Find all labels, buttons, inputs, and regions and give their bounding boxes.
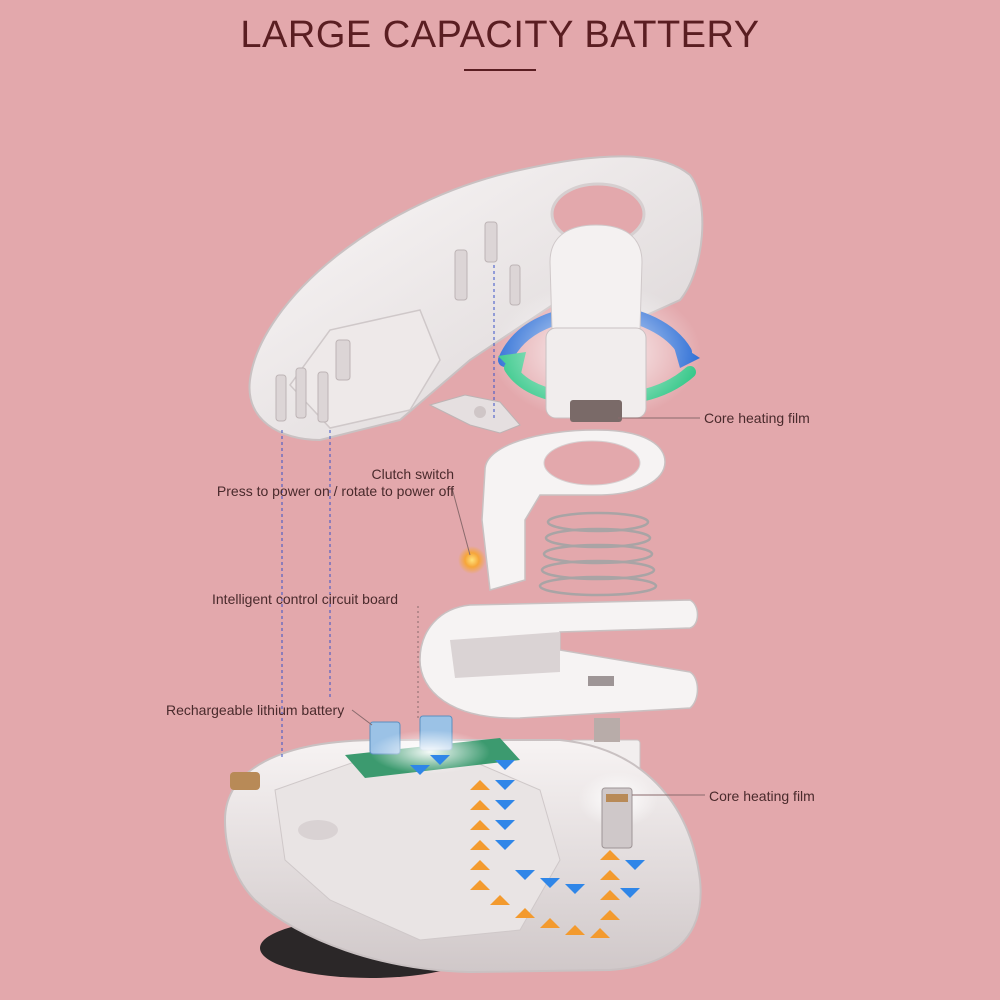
u-bracket bbox=[419, 599, 699, 719]
cool-flow-arrows bbox=[410, 755, 645, 898]
spring-coil bbox=[538, 511, 658, 597]
core-cylinder bbox=[491, 224, 701, 422]
label-lithium-battery: Rechargeable lithium battery bbox=[166, 702, 345, 718]
heat-flow-arrows bbox=[470, 780, 620, 938]
circuit-board bbox=[345, 715, 520, 778]
label-core-heating-film-top: Core heating film bbox=[704, 410, 810, 426]
title-underline bbox=[464, 69, 536, 71]
lower-heating-film bbox=[578, 772, 658, 849]
leader-lines bbox=[281, 265, 705, 796]
label-clutch-switch: Clutch switch bbox=[371, 466, 454, 482]
clutch-switch-assembly bbox=[458, 429, 666, 597]
label-control-circuit-board: Intelligent control circuit board bbox=[212, 591, 398, 607]
label-core-heating-film-bottom: Core heating film bbox=[709, 788, 815, 804]
switch-indicator-light bbox=[458, 546, 486, 574]
page-title: LARGE CAPACITY BATTERY bbox=[240, 14, 760, 56]
label-clutch-switch-desc: Press to power on / rotate to power off bbox=[216, 483, 454, 499]
